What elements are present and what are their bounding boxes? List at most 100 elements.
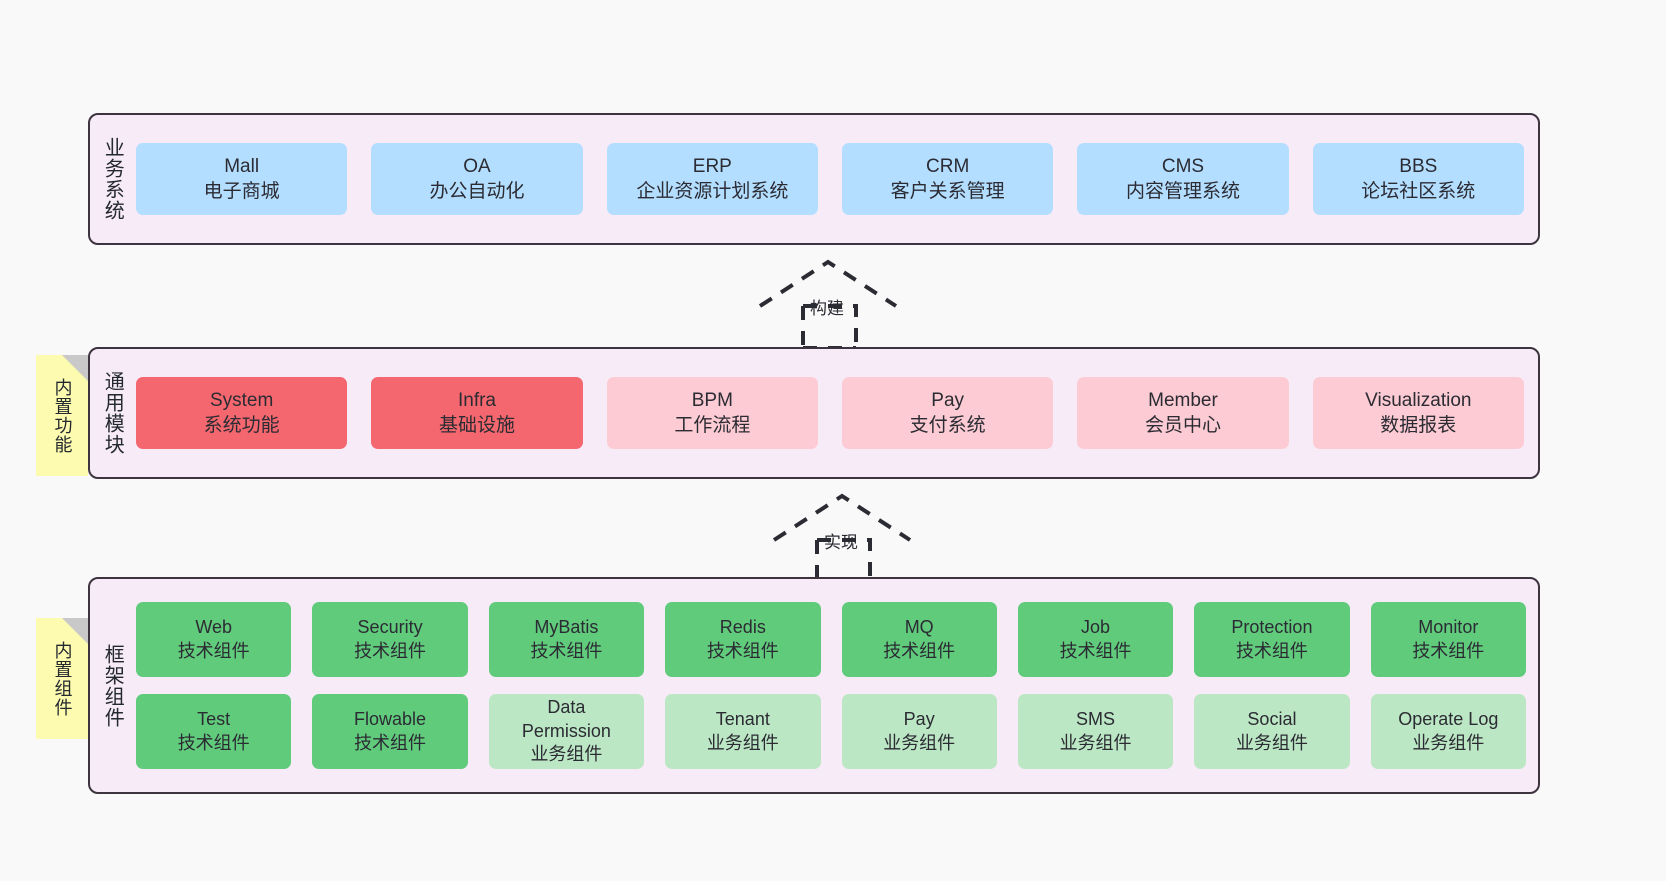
row-business-components: Test 技术组件 Flowable 技术组件 Data Permission … bbox=[136, 694, 1526, 769]
card-title-en: BBS bbox=[1399, 155, 1438, 177]
card-bpm[interactable]: BPM 工作流程 bbox=[606, 377, 818, 449]
sticky-note-builtin-components: 内置组件 bbox=[36, 618, 88, 739]
card-title-en: Mall bbox=[224, 155, 260, 177]
card-title-en: BPM bbox=[691, 389, 733, 411]
card-title-cn: 论坛社区系统 bbox=[1361, 181, 1476, 202]
card-title-en: Data Permission bbox=[521, 696, 611, 741]
layer-title-common-module: 通用模块 bbox=[101, 371, 124, 455]
card-web[interactable]: Web 技术组件 bbox=[136, 602, 292, 677]
card-pay[interactable]: Pay 支付系统 bbox=[841, 377, 1054, 449]
card-title-cn: 业务组件 bbox=[706, 732, 779, 753]
card-bbs[interactable]: BBS 论坛社区系统 bbox=[1312, 143, 1524, 215]
card-title-cn: 技术组件 bbox=[530, 640, 603, 661]
card-title-en: ERP bbox=[692, 155, 732, 177]
arrow-implement-label: 实现 bbox=[824, 533, 858, 552]
layer-title-business-system: 业务系统 bbox=[101, 137, 124, 221]
layer-common-module: 通用模块 System 系统功能 Infra 基础设施 BPM 工作流程 Pay… bbox=[88, 347, 1540, 479]
card-title-cn: 业务组件 bbox=[1059, 732, 1132, 753]
card-title-cn: 办公自动化 bbox=[429, 181, 525, 202]
card-title-en: Redis bbox=[719, 616, 766, 637]
card-title-cn: 技术组件 bbox=[1412, 640, 1485, 661]
card-title-en: Pay bbox=[931, 389, 965, 411]
card-title-en: Tenant bbox=[715, 708, 770, 729]
layer-title-framework-component: 框架组件 bbox=[101, 643, 124, 728]
card-title-en: OA bbox=[463, 155, 491, 177]
card-erp[interactable]: ERP 企业资源计划系统 bbox=[606, 143, 818, 215]
card-visualization[interactable]: Visualization 数据报表 bbox=[1312, 377, 1524, 449]
card-infra[interactable]: Infra 基础设施 bbox=[371, 377, 583, 449]
card-mq[interactable]: MQ 技术组件 bbox=[841, 602, 997, 677]
card-title-en: MyBatis bbox=[534, 616, 599, 637]
card-title-en: Operate Log bbox=[1398, 708, 1499, 729]
card-pay-business[interactable]: Pay 业务组件 bbox=[841, 694, 997, 769]
card-sms[interactable]: SMS 业务组件 bbox=[1017, 694, 1174, 769]
card-title-en: Monitor bbox=[1418, 616, 1479, 637]
card-social[interactable]: Social 业务组件 bbox=[1194, 694, 1350, 769]
card-title-cn: 数据报表 bbox=[1380, 415, 1457, 436]
card-title-cn: 内容管理系统 bbox=[1125, 181, 1240, 202]
card-title-cn: 企业资源计划系统 bbox=[636, 181, 789, 202]
card-title-cn: 技术组件 bbox=[354, 732, 427, 753]
card-mall[interactable]: Mall 电子商城 bbox=[136, 143, 348, 215]
card-protection[interactable]: Protection 技术组件 bbox=[1194, 602, 1350, 677]
card-title-cn: 工作流程 bbox=[674, 415, 751, 436]
card-job[interactable]: Job 技术组件 bbox=[1017, 602, 1174, 677]
row-business-apps: Mall 电子商城 OA 办公自动化 ERP 企业资源计划系统 CRM 客户关系… bbox=[136, 143, 1524, 215]
card-title-cn: 技术组件 bbox=[1059, 640, 1132, 661]
card-title-cn: 技术组件 bbox=[883, 640, 956, 661]
layer-framework-component: 框架组件 Web 技术组件 Security 技术组件 MyBatis 技术组件… bbox=[88, 577, 1540, 794]
card-title-cn: 系统功能 bbox=[203, 415, 280, 436]
layer-body-business-system: Mall 电子商城 OA 办公自动化 ERP 企业资源计划系统 CRM 客户关系… bbox=[134, 115, 1538, 243]
card-data-permission[interactable]: Data Permission 业务组件 bbox=[488, 694, 645, 769]
card-oa[interactable]: OA 办公自动化 bbox=[371, 143, 583, 215]
card-title-en: Flowable bbox=[354, 708, 427, 729]
card-tenant[interactable]: Tenant 业务组件 bbox=[665, 694, 821, 769]
card-security[interactable]: Security 技术组件 bbox=[312, 602, 468, 677]
card-flowable[interactable]: Flowable 技术组件 bbox=[312, 694, 468, 769]
card-title-en: MQ bbox=[904, 616, 934, 637]
card-cms[interactable]: CMS 内容管理系统 bbox=[1077, 143, 1289, 215]
card-redis[interactable]: Redis 技术组件 bbox=[665, 602, 821, 677]
sticky-note-text: 内置功能 bbox=[52, 377, 73, 454]
sticky-note-text: 内置组件 bbox=[52, 640, 73, 717]
card-title-en: Protection bbox=[1231, 616, 1313, 637]
card-title-en: Social bbox=[1247, 708, 1297, 729]
card-title-cn: 业务组件 bbox=[1235, 732, 1308, 753]
card-title-cn: 技术组件 bbox=[1235, 640, 1308, 661]
card-test[interactable]: Test 技术组件 bbox=[136, 694, 292, 769]
sticky-note-builtin-features: 内置功能 bbox=[36, 355, 88, 476]
card-title-en: Security bbox=[357, 616, 423, 637]
card-title-en: Visualization bbox=[1365, 389, 1472, 411]
card-system[interactable]: System 系统功能 bbox=[136, 377, 348, 449]
arrow-build-label: 构建 bbox=[810, 299, 844, 318]
card-title-en: Web bbox=[195, 616, 233, 637]
card-title-cn: 业务组件 bbox=[1412, 732, 1485, 753]
card-operate-log[interactable]: Operate Log 业务组件 bbox=[1370, 694, 1526, 769]
layer-body-framework-component: Web 技术组件 Security 技术组件 MyBatis 技术组件 Redi… bbox=[134, 579, 1538, 792]
card-title-en: SMS bbox=[1076, 708, 1116, 729]
card-title-cn: 技术组件 bbox=[354, 640, 427, 661]
card-title-cn: 技术组件 bbox=[177, 640, 250, 661]
card-title-en: CMS bbox=[1161, 155, 1205, 177]
arrow-implement: 实现 bbox=[770, 492, 920, 584]
card-title-cn: 客户关系管理 bbox=[890, 181, 1005, 202]
card-member[interactable]: Member 会员中心 bbox=[1077, 377, 1289, 449]
card-title-cn: 基础设施 bbox=[438, 415, 515, 436]
arrow-build: 构建 bbox=[756, 258, 906, 350]
layer-business-system: 业务系统 Mall 电子商城 OA 办公自动化 ERP 企业资源计划系统 CRM… bbox=[88, 113, 1540, 245]
layer-body-common-module: System 系统功能 Infra 基础设施 BPM 工作流程 Pay 支付系统… bbox=[134, 349, 1538, 477]
card-title-cn: 会员中心 bbox=[1144, 415, 1221, 436]
card-monitor[interactable]: Monitor 技术组件 bbox=[1370, 602, 1526, 677]
card-title-en: Infra bbox=[457, 389, 496, 411]
card-title-cn: 业务组件 bbox=[883, 732, 956, 753]
card-crm[interactable]: CRM 客户关系管理 bbox=[841, 143, 1054, 215]
card-title-cn: 电子商城 bbox=[203, 181, 280, 202]
card-title-en: Pay bbox=[903, 708, 935, 729]
card-mybatis[interactable]: MyBatis 技术组件 bbox=[488, 602, 645, 677]
row-common-modules: System 系统功能 Infra 基础设施 BPM 工作流程 Pay 支付系统… bbox=[136, 377, 1524, 449]
card-title-cn: 支付系统 bbox=[909, 415, 986, 436]
card-title-cn: 业务组件 bbox=[530, 744, 603, 765]
card-title-en: CRM bbox=[926, 155, 970, 177]
card-title-cn: 技术组件 bbox=[706, 640, 779, 661]
card-title-en: Member bbox=[1148, 389, 1218, 411]
